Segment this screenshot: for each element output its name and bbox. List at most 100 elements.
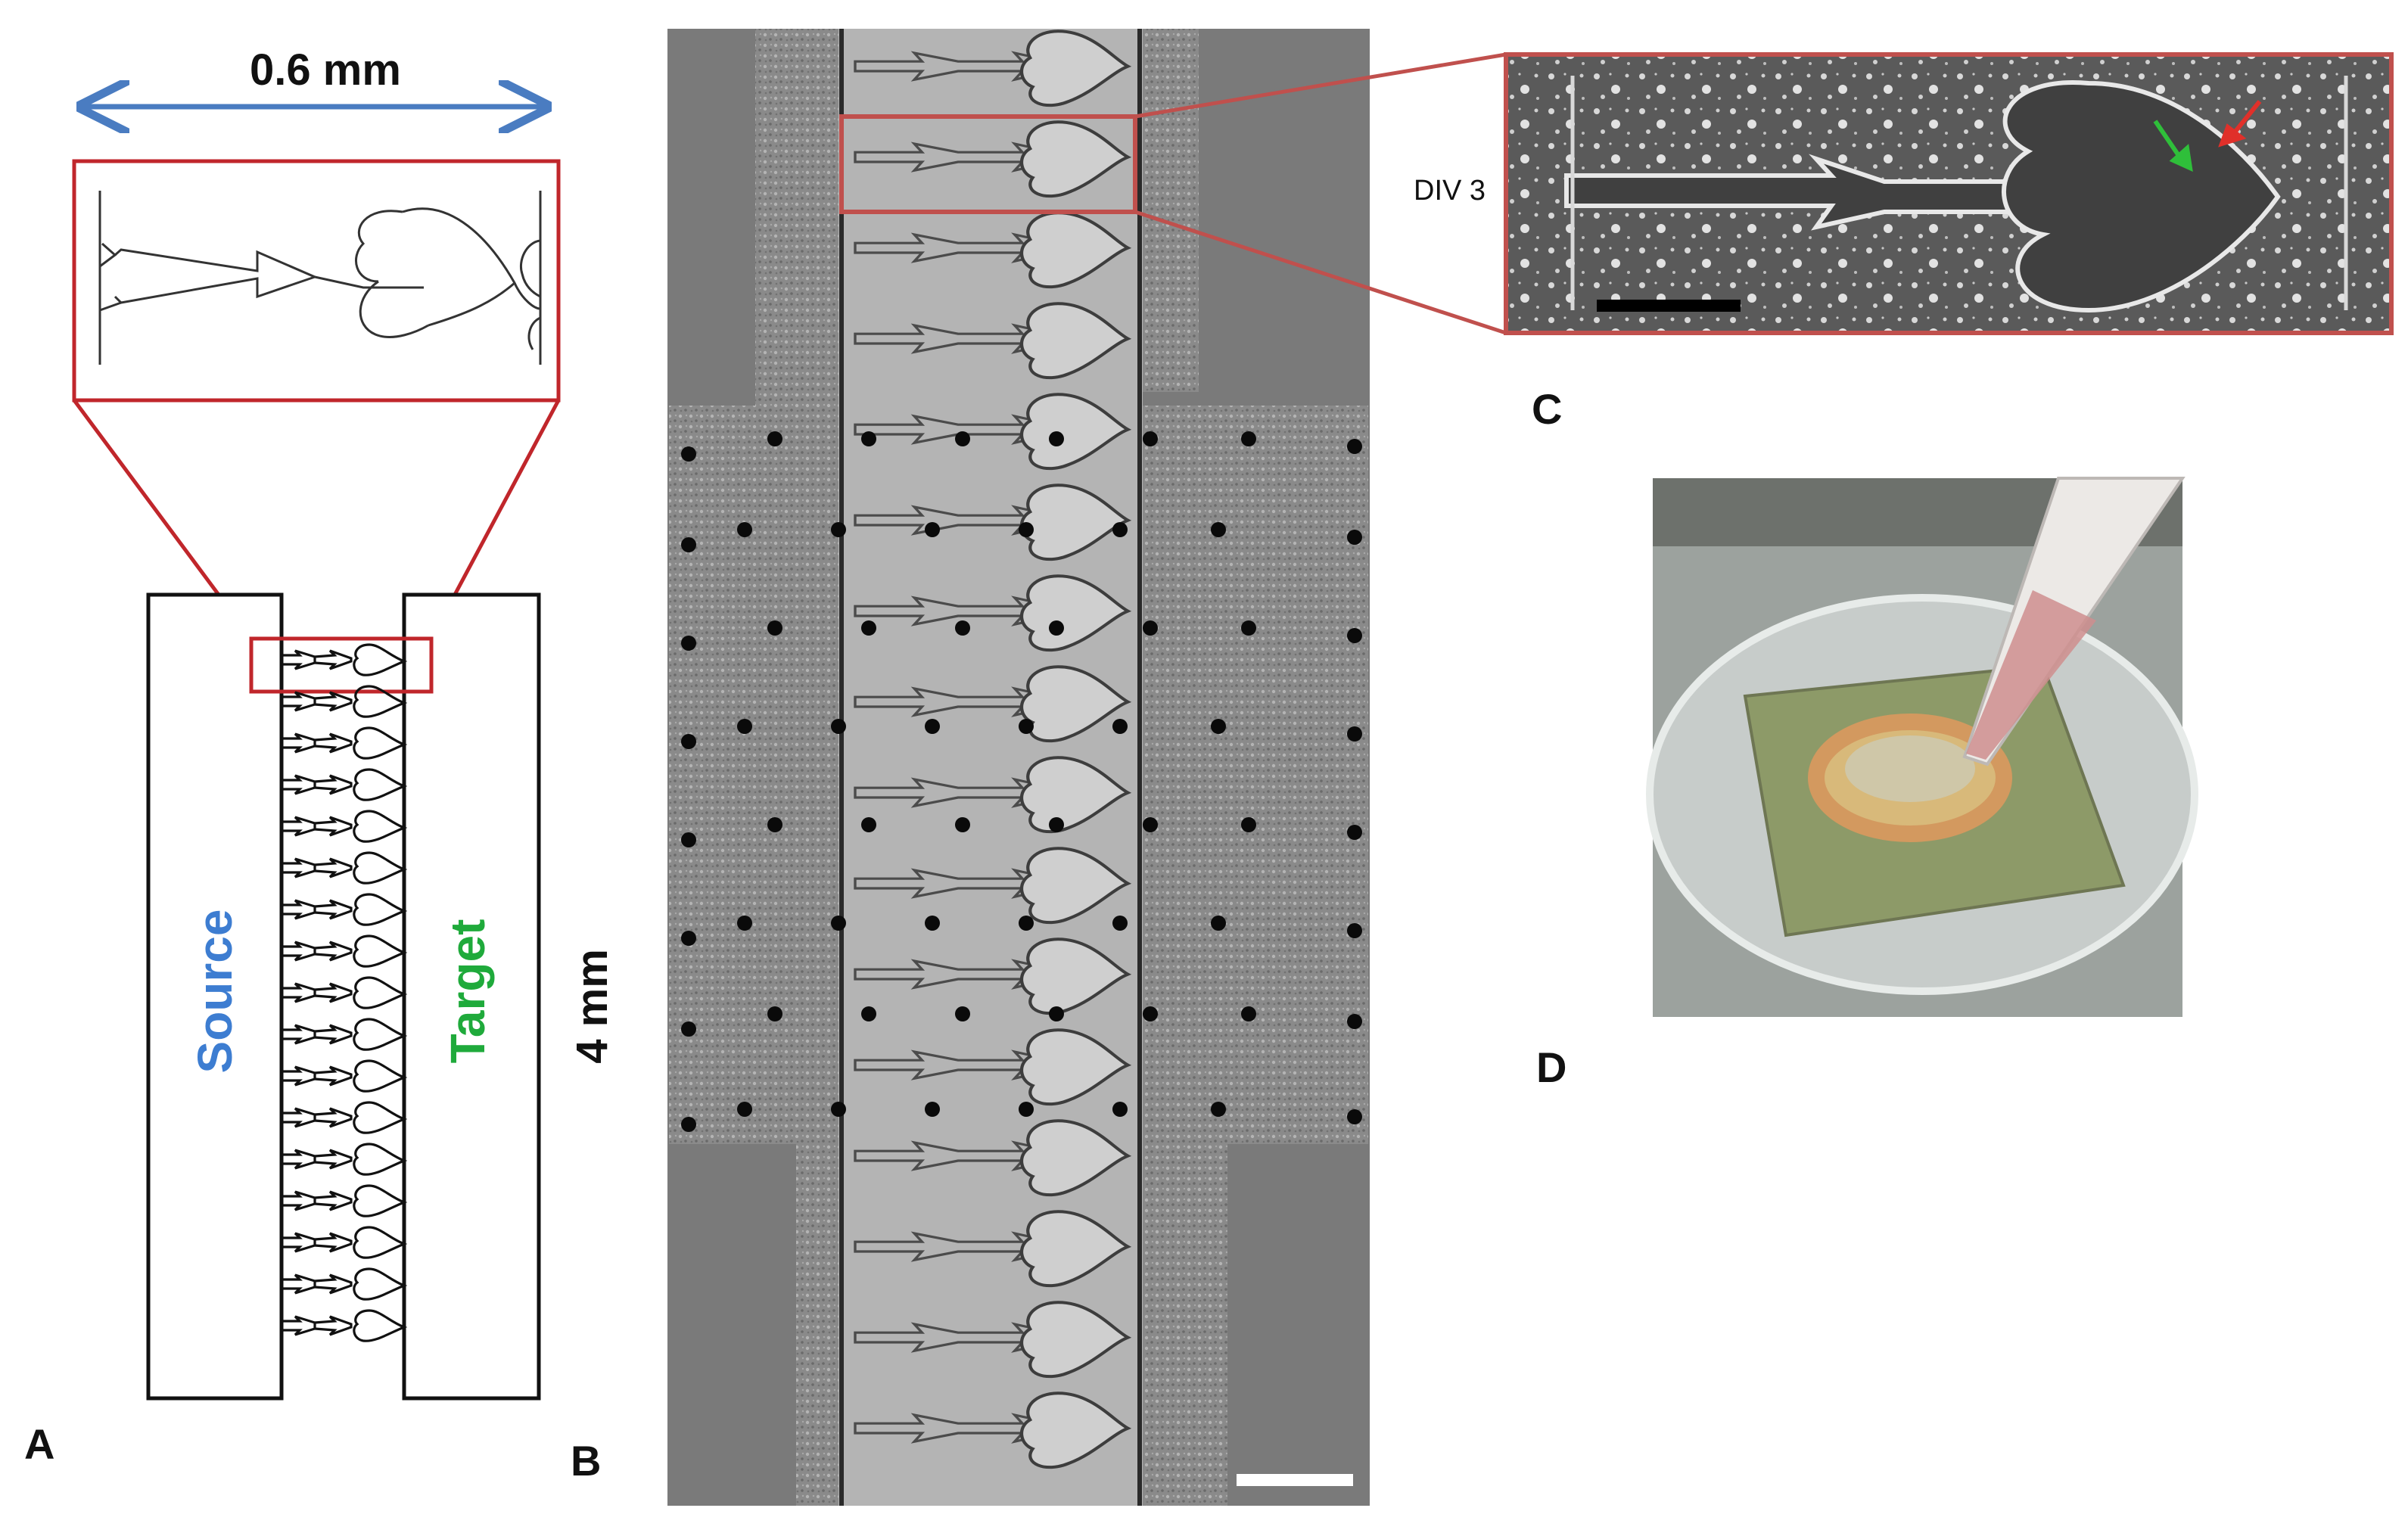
channel-unit — [280, 643, 408, 676]
panel-label-b: B — [571, 1437, 601, 1485]
panel-label-c: C — [1532, 385, 1562, 433]
electrode-dot — [831, 916, 846, 931]
panel-b: B — [571, 29, 1370, 1506]
electrode-dot — [1241, 817, 1256, 832]
electrode-dot — [861, 620, 876, 636]
electrode-dot — [1347, 530, 1362, 545]
scale-bar-c — [1597, 300, 1741, 312]
electrode-dot — [1019, 916, 1034, 931]
electrode-dot — [681, 1021, 696, 1037]
channel-unit-detail — [98, 191, 542, 365]
channel-unit — [280, 1226, 408, 1259]
channel-unit — [280, 934, 408, 968]
green-arrow — [2153, 120, 2193, 173]
electrode-dot — [681, 931, 696, 946]
zoom-box-schematic — [72, 159, 561, 403]
panel-a: 0.6 mm Source Target 4 mm A — [24, 45, 617, 1468]
electrode-dot — [831, 719, 846, 734]
electrode-dot — [737, 1102, 752, 1117]
electrode-dot — [1347, 628, 1362, 643]
electrode-dot — [1143, 431, 1158, 446]
zoom-box-c-frame — [1504, 52, 2394, 335]
width-label: 0.6 mm — [250, 45, 401, 95]
electrode-dot — [925, 916, 940, 931]
channel-unit — [280, 1309, 408, 1342]
panel-label-a: A — [24, 1420, 54, 1468]
channel-unit — [280, 1101, 408, 1134]
electrode-dot — [955, 817, 970, 832]
texture-strip-right-bottom — [1143, 1143, 1227, 1506]
electrode-dot — [1049, 620, 1064, 636]
electrode-dot — [1211, 522, 1226, 537]
electrode-dot — [767, 620, 782, 636]
channel-unit — [280, 768, 408, 801]
electrode-dot — [861, 817, 876, 832]
electrode-dot — [1211, 916, 1226, 931]
electrode-dot — [1347, 923, 1362, 938]
electrode-dot — [1112, 522, 1128, 537]
source-label: Source — [188, 909, 242, 1074]
electrode-dot — [1112, 1102, 1128, 1117]
electrode-dot — [1241, 1006, 1256, 1021]
channel-unit — [280, 1143, 408, 1176]
electrode-dot — [831, 1102, 846, 1117]
electrode-dot — [1112, 916, 1128, 931]
channel-unit — [280, 1018, 408, 1051]
electrode-dot — [1347, 1109, 1362, 1124]
panel-c: DIV 3 C — [1414, 52, 2394, 433]
electrode-dot — [1049, 431, 1064, 446]
channel-unit-zoomed — [1564, 80, 2281, 313]
electrode-dot — [681, 537, 696, 552]
electrode-dot — [925, 1102, 940, 1117]
electrode-dot — [1241, 431, 1256, 446]
electrode-dot — [1143, 620, 1158, 636]
electrode-dot — [955, 431, 970, 446]
electrode-dots — [681, 431, 1362, 1132]
electrode-dot — [1347, 825, 1362, 840]
panel-label-d: D — [1536, 1043, 1566, 1091]
electrode-dot — [861, 431, 876, 446]
timepoint-label: DIV 3 — [1414, 175, 1486, 207]
electrode-dot — [1019, 719, 1034, 734]
electrode-dot — [955, 1006, 970, 1021]
electrode-dot — [1112, 719, 1128, 734]
target-chamber — [402, 592, 541, 1401]
texture-strip-left-bottom — [796, 1143, 838, 1506]
electrode-dot — [681, 832, 696, 847]
scale-bar-b — [1237, 1474, 1353, 1486]
zoom-box-micrograph — [839, 114, 1137, 214]
electrode-dot — [681, 734, 696, 749]
electrode-dot — [681, 636, 696, 651]
electrode-dot — [681, 446, 696, 462]
electrode-dot — [1347, 726, 1362, 742]
channel-unit — [280, 893, 408, 926]
length-label: 4 mm — [568, 949, 617, 1064]
panel-d: D — [1536, 477, 2198, 1091]
electrode-dot — [1049, 1006, 1064, 1021]
electrode-dot — [1143, 817, 1158, 832]
electrode-dot — [1347, 439, 1362, 454]
electrode-dot — [681, 1117, 696, 1132]
electrode-dot — [767, 431, 782, 446]
electrode-dot — [1049, 817, 1064, 832]
electrode-dot — [737, 916, 752, 931]
electrode-dot — [1143, 1006, 1158, 1021]
electrode-dot — [767, 1006, 782, 1021]
electrode-dot — [1211, 1102, 1226, 1117]
electrode-dot — [1347, 1014, 1362, 1029]
red-arrow — [2218, 100, 2262, 148]
electrode-dot — [955, 620, 970, 636]
texture-strip-left-top — [755, 29, 838, 407]
channel-unit — [280, 976, 408, 1009]
electrode-dot — [1019, 522, 1034, 537]
electrode-dot — [831, 522, 846, 537]
channel-unit — [280, 1059, 408, 1093]
channel-unit — [280, 1184, 408, 1217]
source-chamber — [146, 592, 284, 1401]
channel-unit — [280, 726, 408, 760]
electrode-dot — [737, 522, 752, 537]
electrode-dot — [1241, 620, 1256, 636]
target-label: Target — [440, 919, 495, 1064]
microchannel-array — [280, 643, 408, 1342]
